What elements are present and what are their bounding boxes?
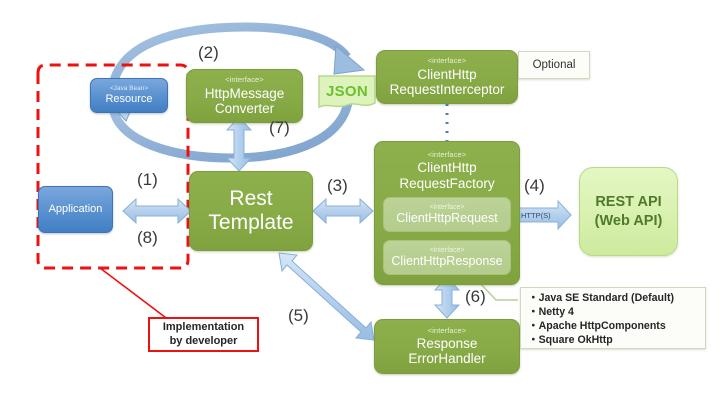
step-label-4: (4) [524, 176, 545, 195]
converter-title-line1: HttpMessage [204, 85, 285, 101]
node-client-http-request-interceptor[interactable]: <interface> ClientHttp RequestIntercepto… [376, 50, 518, 104]
step-label-6: (6) [465, 287, 486, 306]
node-rest-template[interactable]: Rest Template [189, 171, 313, 251]
step-label-2: (2) [198, 43, 219, 62]
error-handler-stereotype: <interface> [427, 325, 467, 335]
converter-title-line2: Converter [214, 100, 275, 116]
optional-label: Optional [532, 59, 576, 71]
interceptor-stereotype: <interface> [427, 56, 467, 66]
step-label-5: (5) [288, 306, 309, 325]
arrow-response-errorhandler [433, 276, 461, 319]
client-http-request-stereotype: <interface> [429, 203, 465, 211]
node-http-message-converter[interactable]: <interface> HttpMessage Converter [186, 69, 303, 123]
arrow-application-resttemplate [122, 197, 192, 225]
step-label-7: (7) [269, 118, 290, 137]
developer-scope-boundary [36, 63, 190, 270]
impl-list-item-2: ・Apache HttpComponents [528, 319, 666, 332]
resource-stereotype: <Java Bean> [109, 85, 149, 93]
client-http-response-stereotype: <interface> [429, 246, 465, 254]
node-client-http-request[interactable]: <interface> ClientHttpRequest [383, 197, 511, 232]
callout-optional: Optional [518, 51, 590, 79]
node-response-error-handler[interactable]: <interface> Response ErrorHandler [374, 319, 520, 374]
step-label-3: (3) [327, 176, 348, 195]
node-rest-api[interactable]: REST API (Web API) [579, 167, 678, 256]
interceptor-title-line1: ClientHttp [417, 66, 477, 82]
node-client-http-response[interactable]: <interface> ClientHttpResponse [383, 240, 511, 275]
https-label: HTTP(S) [521, 211, 551, 220]
rest-api-line2: (Web API) [594, 212, 663, 229]
node-json[interactable]: JSON [318, 74, 376, 111]
interceptor-title-line2: RequestInterceptor [389, 81, 505, 97]
impl-list-item-1: ・Netty 4 [528, 305, 574, 318]
factory-title-line1: ClientHttp [417, 160, 477, 176]
application-title: Application [48, 203, 103, 216]
callout-implementation-by-developer: Implementation by developer [148, 317, 259, 352]
node-resource[interactable]: <Java Bean> Resource [90, 78, 168, 113]
error-handler-title-line1: Response [416, 336, 478, 352]
impl-list-item-0: ・Java SE Standard (Default) [528, 292, 674, 304]
client-http-request-title: ClientHttpRequest [396, 211, 498, 226]
step-label-1: (1) [137, 170, 158, 189]
factory-title-line2: RequestFactory [399, 175, 495, 191]
arrow-converter-resttemplate [225, 116, 253, 172]
callout-implementations: ・Java SE Standard (Default) ・Netty 4 ・Ap… [520, 287, 706, 349]
implementations-leader-line [477, 280, 518, 301]
error-handler-title-line2: ErrorHandler [408, 351, 486, 367]
converter-stereotype: <interface> [225, 75, 264, 85]
arrow-resttemplate-requestfactory [312, 197, 374, 225]
rest-template-line2: Template [208, 211, 294, 234]
json-label: JSON [325, 82, 369, 100]
arrow-resttemplate-errorhandler [278, 252, 375, 341]
node-application[interactable]: Application [38, 186, 113, 233]
factory-stereotype: <interface> [427, 150, 467, 159]
rest-api-line1: REST API [595, 194, 662, 211]
json-flag-shape [318, 75, 376, 109]
step-label-8: (8) [137, 228, 158, 247]
rest-template-line1: Rest [229, 187, 273, 211]
implementation-line1: Implementation [162, 320, 245, 333]
client-http-response-title: ClientHttpResponse [391, 254, 503, 269]
impl-list-item-3: ・Square OkHttp [528, 333, 613, 346]
resource-title: Resource [105, 93, 153, 106]
implementation-line2: by developer [169, 334, 238, 347]
